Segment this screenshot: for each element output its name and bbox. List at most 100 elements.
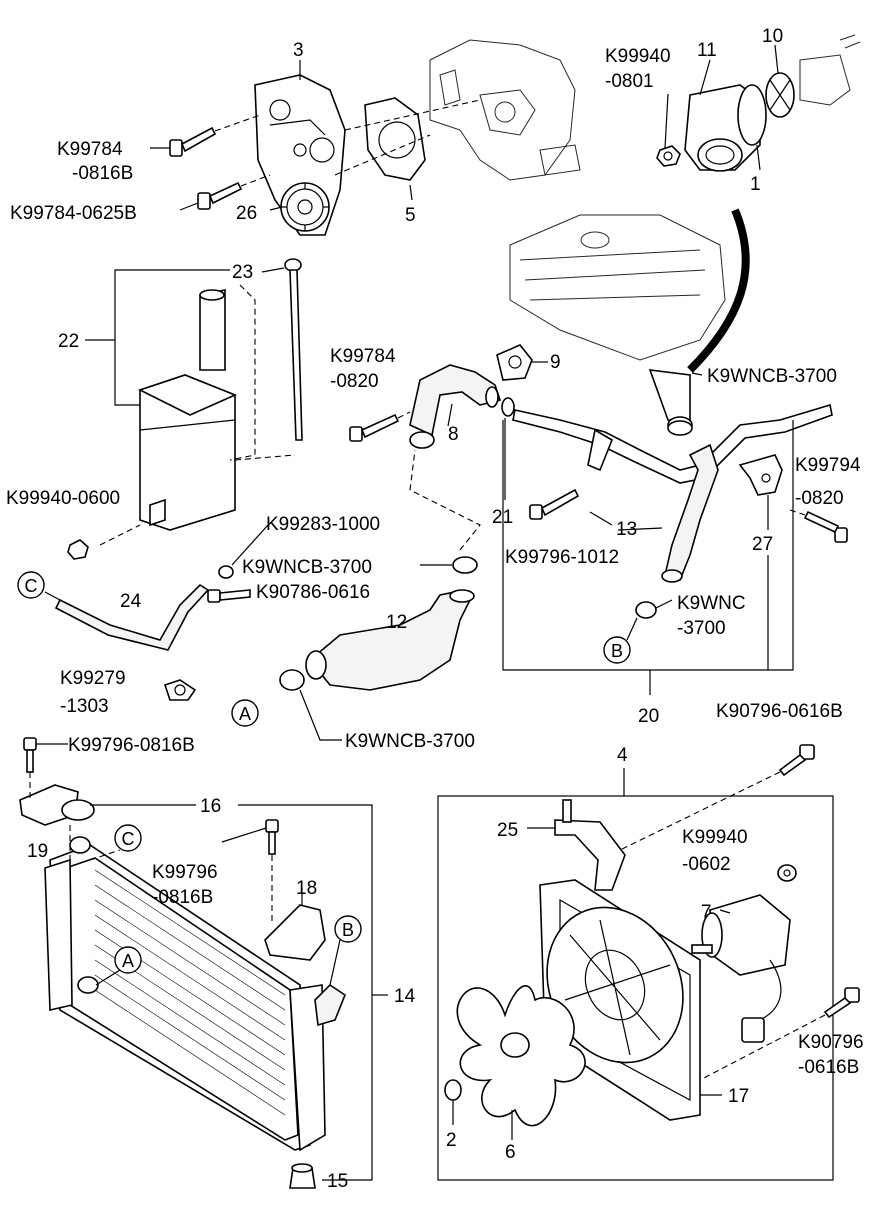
thermostat-gasket bbox=[737, 84, 767, 146]
hose-clamp-k9wncb-lower bbox=[279, 669, 305, 691]
callout-c-radiator: C bbox=[114, 824, 142, 852]
bolt-k99784-0625b bbox=[197, 181, 243, 210]
label-3: 3 bbox=[293, 40, 304, 61]
label-k9wnc-line1: K9WNC bbox=[677, 593, 746, 614]
label-k99940-0602-line1: K99940 bbox=[682, 827, 748, 848]
label-4: 4 bbox=[617, 745, 628, 766]
fan-blade-6 bbox=[456, 985, 586, 1127]
label-k99784-0816b-line2: -0816B bbox=[72, 163, 133, 184]
label-k99796-0816b-mid-line1: K99796 bbox=[152, 862, 218, 883]
o-ring-21 bbox=[501, 397, 515, 417]
inlet-gasket bbox=[496, 344, 533, 381]
label-15: 15 bbox=[327, 1171, 348, 1192]
pipe-bracket-27 bbox=[738, 454, 783, 496]
reservoir-cap-dipstick bbox=[284, 258, 303, 441]
label-7: 7 bbox=[701, 902, 712, 923]
radiator-bracket-18 bbox=[264, 904, 326, 961]
clamp-k99283-1000 bbox=[218, 565, 234, 579]
svg-text:B: B bbox=[611, 641, 623, 661]
svg-text:A: A bbox=[239, 704, 251, 724]
label-k99940-0602-line2: -0602 bbox=[682, 854, 731, 875]
bolt-k99784-0816b bbox=[169, 126, 217, 157]
cylinder-head-outline bbox=[509, 214, 726, 361]
nut-k99940-0600 bbox=[67, 539, 89, 560]
radiator-upper-hose bbox=[305, 589, 475, 691]
label-k99784-0820-line1: K99784 bbox=[330, 346, 396, 367]
fan-bracket-25 bbox=[554, 799, 626, 891]
label-21: 21 bbox=[492, 507, 513, 528]
radiator-core bbox=[44, 844, 326, 1152]
label-17: 17 bbox=[728, 1086, 749, 1107]
label-k99796-0816b-top: K99796-0816B bbox=[68, 735, 195, 756]
label-20: 20 bbox=[638, 706, 659, 727]
label-k99279-1303-line2: -1303 bbox=[60, 696, 109, 717]
label-k99940-0801-line2: -0801 bbox=[605, 71, 654, 92]
label-k99784-0816b-line1: K99784 bbox=[57, 139, 123, 160]
label-2: 2 bbox=[446, 1130, 457, 1151]
label-k99796-1012: K99796-1012 bbox=[505, 547, 619, 568]
bolt-k90796-0616b-top bbox=[778, 744, 815, 777]
drain-plug-15 bbox=[289, 1163, 316, 1189]
label-k90786-0616: K90786-0616 bbox=[256, 582, 370, 603]
radiator-outlet-pipe bbox=[77, 976, 346, 1027]
label-k90796-0616b-right-line1: K90796 bbox=[798, 1032, 864, 1053]
washer-2 bbox=[444, 1079, 462, 1101]
radiator-cap-16 bbox=[61, 799, 95, 854]
label-14: 14 bbox=[394, 986, 416, 1007]
label-16: 16 bbox=[200, 796, 221, 817]
water-pump-gasket bbox=[364, 97, 426, 181]
svg-text:A: A bbox=[122, 951, 134, 971]
hose-clamp-k9wncb-upper bbox=[452, 556, 478, 574]
label-24: 24 bbox=[120, 591, 142, 612]
bolt-k99796-0816b-top bbox=[23, 737, 37, 773]
bypass-hose-13 bbox=[661, 443, 719, 583]
callout-b-bypass: B bbox=[603, 636, 631, 664]
thermostat bbox=[765, 72, 795, 118]
hose-clamp-k9wncb-head bbox=[667, 420, 693, 436]
callout-b-radiator: B bbox=[334, 915, 362, 943]
label-22: 22 bbox=[58, 331, 79, 352]
svg-text:C: C bbox=[122, 829, 135, 849]
callout-a-upper-hose: A bbox=[231, 699, 259, 727]
label-11: 11 bbox=[697, 40, 717, 61]
label-8: 8 bbox=[448, 424, 459, 445]
callout-c-reservoir: C bbox=[17, 571, 45, 599]
nut-k99940-0801 bbox=[656, 145, 681, 167]
label-19: 19 bbox=[27, 841, 48, 862]
label-25: 25 bbox=[497, 820, 518, 841]
label-k99784-0625b: K99784-0625B bbox=[10, 203, 137, 224]
water-inlet-pipe bbox=[409, 364, 502, 449]
label-k99940-0600: K99940-0600 bbox=[6, 488, 120, 509]
bolt-k99796-1012 bbox=[529, 488, 580, 520]
label-18: 18 bbox=[296, 878, 317, 899]
bolt-k99794-0820 bbox=[803, 510, 848, 543]
bypass-water-pipe bbox=[512, 403, 833, 484]
reservoir-bracket-line bbox=[85, 269, 230, 406]
label-k99796-0816b-mid-line2: -0816B bbox=[152, 887, 213, 908]
coolant-reservoir-tank bbox=[137, 289, 238, 531]
label-1: 1 bbox=[750, 174, 761, 195]
svg-text:C: C bbox=[25, 576, 38, 596]
callout-a-radiator: A bbox=[114, 946, 142, 974]
label-10: 10 bbox=[762, 26, 783, 47]
label-9: 9 bbox=[550, 352, 561, 373]
nut-k99940-0602 bbox=[777, 864, 797, 882]
label-23: 23 bbox=[232, 262, 253, 283]
svg-text:B: B bbox=[342, 920, 354, 940]
fan-motor-7 bbox=[691, 894, 791, 1043]
engine-block-outline bbox=[429, 39, 581, 181]
bolt-k99784-0820 bbox=[349, 413, 400, 442]
label-k99283-1000: K99283-1000 bbox=[266, 514, 380, 535]
clamp-k99279-1303 bbox=[163, 679, 197, 701]
label-k99784-0820-line2: -0820 bbox=[330, 371, 379, 392]
water-pump-pulley-sprocket bbox=[280, 182, 330, 232]
label-k9wncb-3700-mid: K9WNCB-3700 bbox=[242, 557, 372, 578]
label-26: 26 bbox=[236, 203, 257, 224]
label-k90796-0616b-top: K90796-0616B bbox=[716, 701, 843, 722]
label-27: 27 bbox=[752, 534, 773, 555]
thermostat-cover-ghost bbox=[799, 34, 861, 106]
label-k9wnc-line2: -3700 bbox=[677, 618, 726, 639]
hose-clamp-k9wnc bbox=[635, 601, 657, 619]
label-k99279-1303-line1: K99279 bbox=[60, 668, 126, 689]
label-k99794-0820-line2: -0820 bbox=[795, 488, 844, 509]
